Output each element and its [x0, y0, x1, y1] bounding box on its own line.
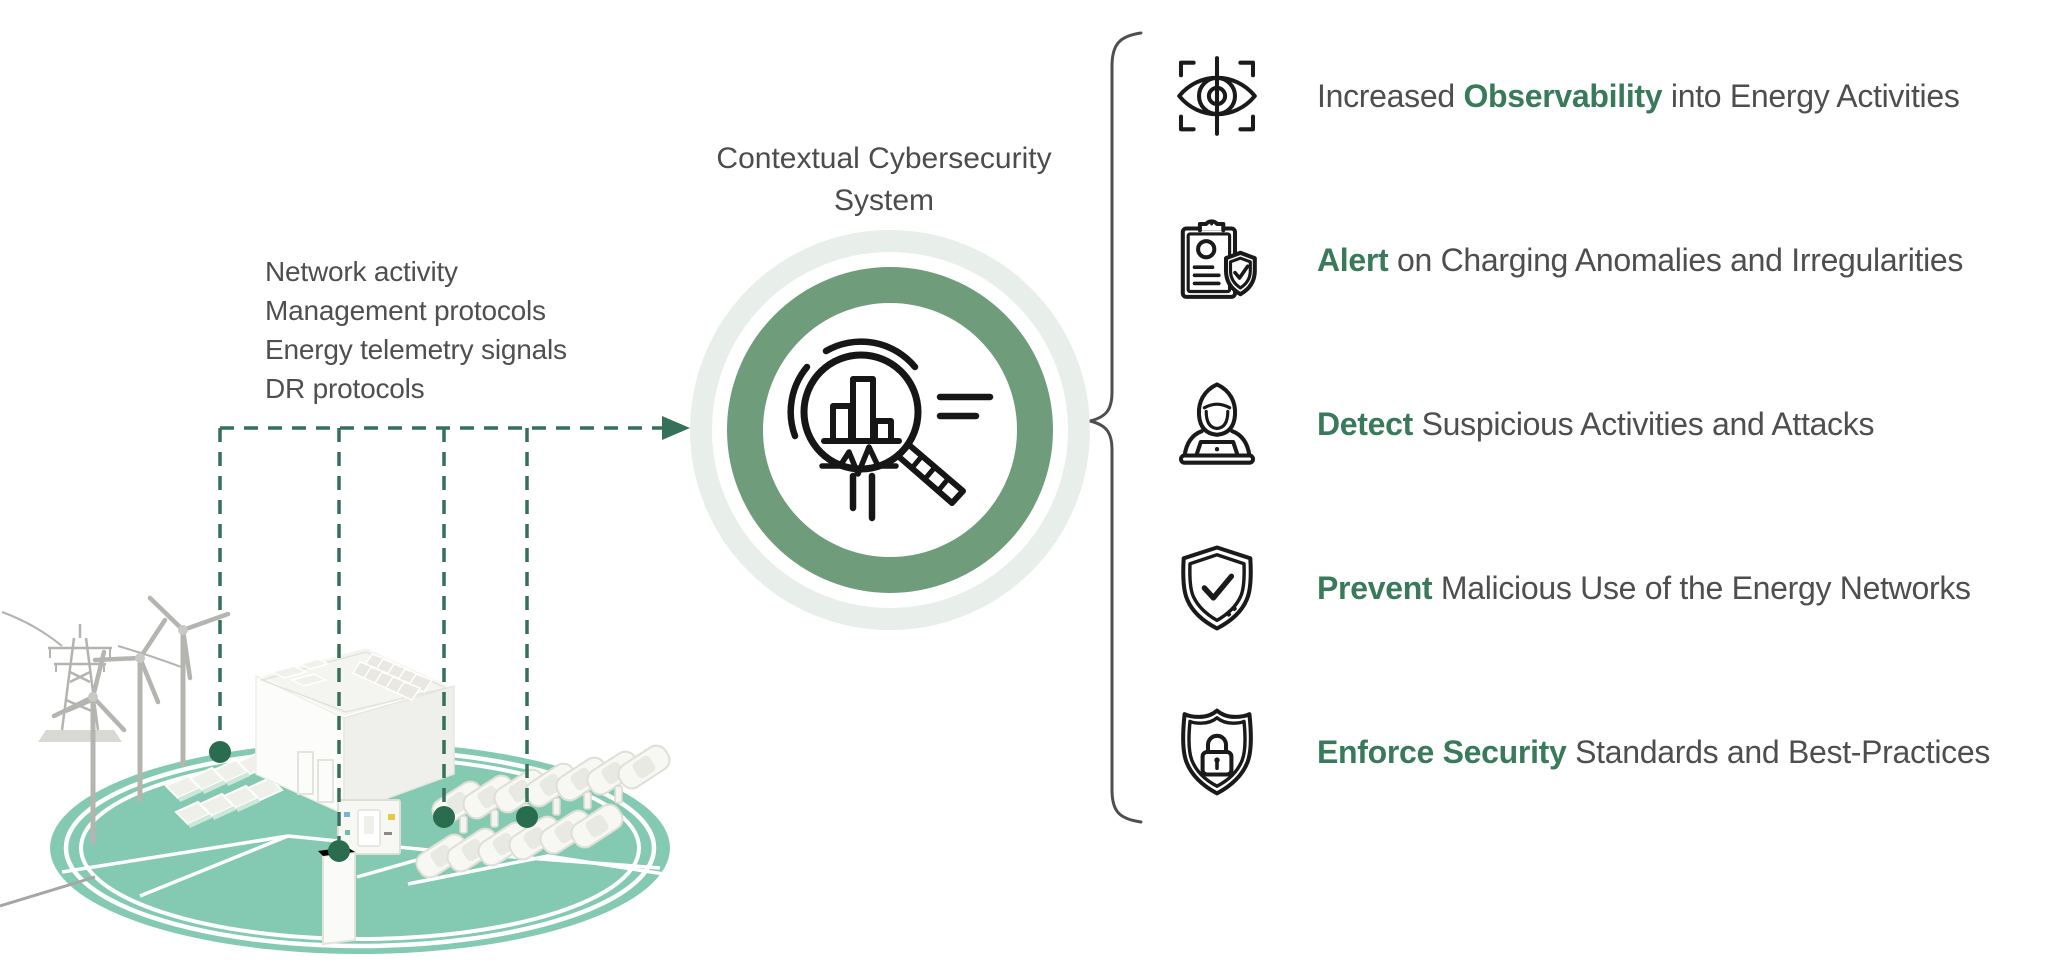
page-title: Contextual Cybersecurity System — [634, 138, 1134, 222]
system-circle — [690, 230, 1090, 630]
magnifier-analytics-icon — [787, 338, 994, 522]
signal-dashed-lines — [218, 426, 664, 840]
benefit-row-observability: Increased Observability into Energy Acti… — [1172, 51, 1960, 141]
clipboard-shield-icon — [1180, 219, 1257, 299]
signal-item: Energy telemetry signals — [265, 334, 567, 365]
curly-brace — [1089, 31, 1143, 824]
transmission-tower-icon — [1, 611, 185, 742]
shield-lock-icon — [1181, 708, 1253, 796]
benefit-pre: Increased — [1317, 77, 1464, 114]
ev-car-icon — [415, 803, 624, 879]
benefit-highlight: Observability — [1463, 77, 1663, 114]
benefit-highlight: Detect — [1317, 405, 1414, 442]
benefit-row-detect: Detect Suspicious Activities and Attacks — [1172, 379, 1874, 469]
benefit-text: Detect Suspicious Activities and Attacks — [1317, 406, 1874, 443]
ev-charging-lot — [415, 744, 671, 879]
input-signal-list: Network activity Management protocols En… — [265, 252, 567, 408]
benefit-highlight: Alert — [1317, 241, 1389, 278]
arrowhead-icon — [662, 416, 690, 440]
solar-array-icon — [164, 750, 284, 828]
benefit-post: into Energy Activities — [1662, 77, 1960, 114]
signal-dots — [209, 741, 538, 862]
ev-car-icon — [431, 744, 671, 826]
title-line-1: Contextual Cybersecurity — [716, 142, 1052, 175]
signal-item: Network activity — [265, 256, 458, 287]
benefit-text: Prevent Malicious Use of the Energy Netw… — [1317, 570, 1971, 607]
shield-check-icon — [1181, 545, 1253, 631]
eye-scan-icon — [1177, 56, 1257, 136]
grid-cabinet-icon — [337, 799, 401, 855]
benefit-highlight: Prevent — [1317, 569, 1433, 606]
benefit-text: Enforce Security Standards and Best-Prac… — [1317, 734, 1990, 771]
wind-turbine-icon — [51, 595, 231, 845]
benefit-post: Suspicious Activities and Attacks — [1413, 405, 1875, 442]
energy-site-illustration — [0, 595, 671, 954]
power-line — [0, 875, 96, 908]
signal-item: DR protocols — [265, 373, 425, 404]
benefit-row-alert: Alert on Charging Anomalies and Irregula… — [1172, 215, 1963, 305]
benefit-row-prevent: Prevent Malicious Use of the Energy Netw… — [1172, 543, 1971, 633]
benefit-post: Standards and Best-Practices — [1566, 733, 1991, 770]
benefit-highlight: Enforce Security — [1317, 733, 1567, 770]
hacker-laptop-icon — [1178, 382, 1256, 465]
title-line-2: System — [833, 184, 935, 217]
facility-building — [254, 644, 456, 816]
benefit-post: Malicious Use of the Energy Networks — [1432, 569, 1971, 606]
benefit-text: Increased Observability into Energy Acti… — [1317, 78, 1960, 115]
signal-item: Management protocols — [265, 295, 546, 326]
benefit-row-enforce: Enforce Security Standards and Best-Prac… — [1172, 707, 1990, 797]
benefit-post: on Charging Anomalies and Irregularities — [1388, 241, 1964, 278]
benefit-text: Alert on Charging Anomalies and Irregula… — [1317, 242, 1963, 279]
